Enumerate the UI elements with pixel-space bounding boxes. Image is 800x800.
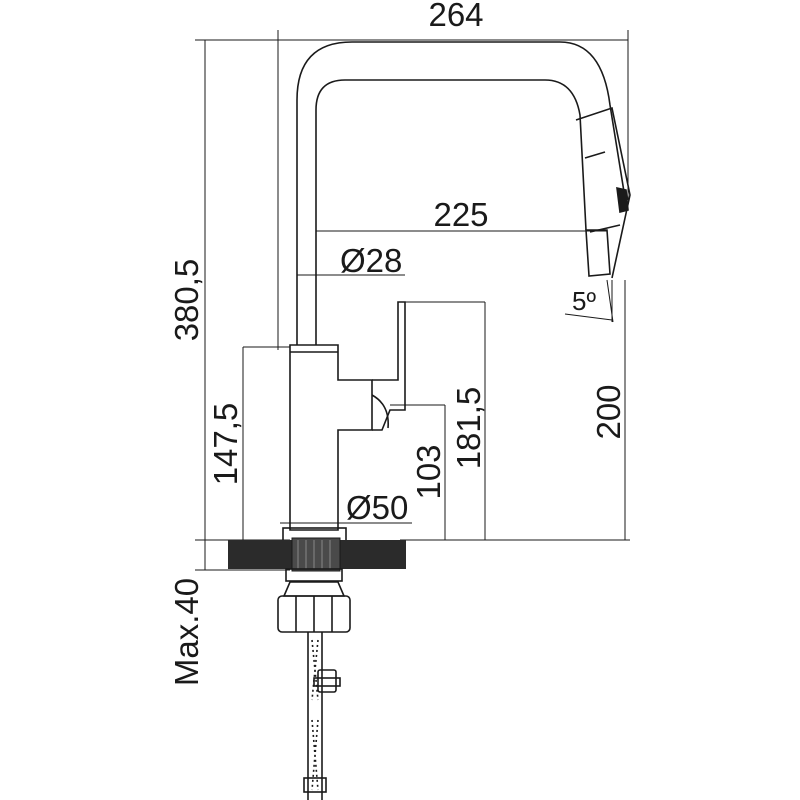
mounting-nut [277,568,351,633]
spray-head [575,106,631,279]
dim-overall-height: 380,5 [168,259,205,342]
supply-hoses [303,632,341,800]
dim-spout-reach: 225 [433,196,488,233]
dim-spout-diameter: Ø28 [340,242,402,279]
dim-overall-width: 264 [428,0,483,33]
dim-spray-angle: 5º [572,286,596,316]
dim-body-height: 147,5 [207,403,244,486]
deck-plate [228,537,406,572]
dim-base-diameter: Ø50 [346,489,408,526]
dim-lever-height: 103 [410,444,447,499]
dim-handle-height: 181,5 [450,387,487,470]
lever-handle [371,301,406,431]
faucet-spout [296,41,626,345]
dimension-lines [195,30,630,571]
dim-outlet-height: 200 [590,384,627,439]
dim-max-deck-thickness: Max.40 [168,578,205,686]
